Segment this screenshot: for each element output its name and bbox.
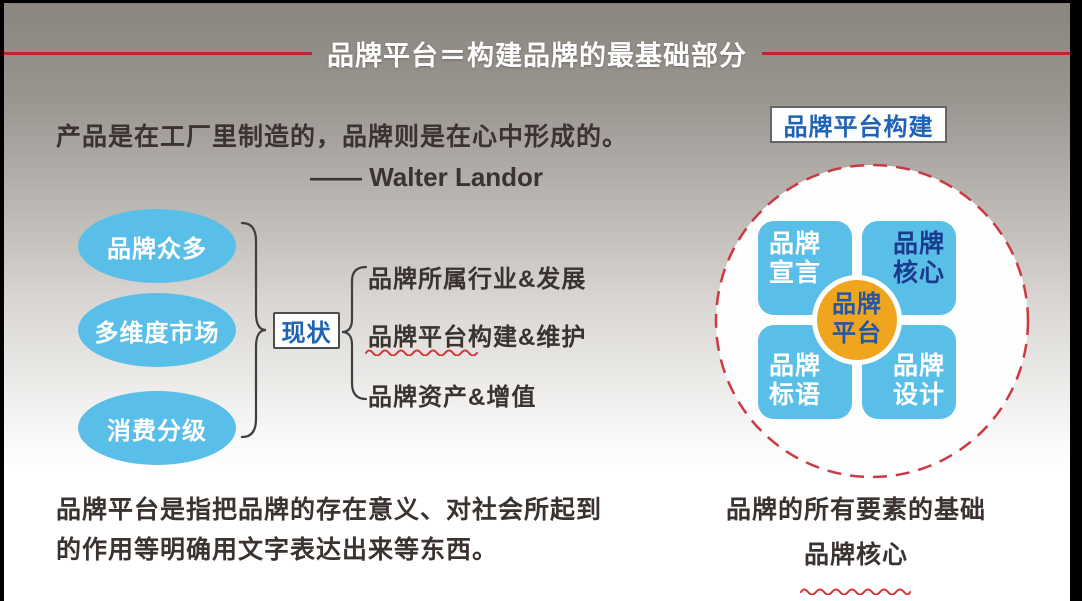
center-label: 平台 — [832, 320, 882, 347]
factor-ellipse-market: 多维度市场 — [78, 293, 236, 367]
title-rule-right — [762, 52, 1070, 55]
footnote-left: 品牌平台是指把品牌的存在意义、对社会所起到 的作用等明确用文字表达出来等东西。 — [56, 490, 602, 570]
quote-author: —— Walter Landor — [310, 162, 544, 192]
quadrant-label: 品牌 — [892, 352, 945, 380]
footnote-left-line2: 的作用等明确用文字表达出来等东西。 — [56, 536, 499, 564]
footnote-right-line1: 品牌的所有要素的基础 — [725, 496, 986, 524]
brand-platform-center: 品牌 平台 — [817, 280, 897, 360]
quadrant-label: 品牌 — [769, 352, 822, 380]
platform-label-box: 品牌平台构建 — [770, 106, 947, 143]
quadrant-label: 设计 — [892, 381, 945, 409]
right-brace-icon — [240, 221, 267, 439]
aspect-assets: 品牌资产&增值 — [368, 384, 537, 411]
footnote-right: 品牌的所有要素的基础 品牌核心 — [706, 490, 1006, 600]
quadrant-label: 核心 — [892, 259, 945, 287]
page-title: 品牌平台＝构建品牌的最基础部分 — [327, 41, 747, 71]
footnote-right-line2: 品牌核心 — [803, 541, 908, 569]
aspect-platform: 品牌平台构建&维护 — [368, 324, 587, 351]
quadrant-label: 宣言 — [769, 259, 822, 287]
center-label: 品牌 — [832, 291, 882, 319]
factor-ellipse-brands: 品牌众多 — [78, 209, 236, 283]
quote-text: 产品是在工厂里制造的，品牌则是在心中形成的。 — [56, 123, 629, 151]
title-row: 品牌平台＝构建品牌的最基础部分 — [4, 34, 1070, 73]
quadrant-label: 标语 — [769, 381, 822, 409]
factor-ellipse-consumption: 消费分级 — [78, 391, 236, 465]
footnote-left-line1: 品牌平台是指把品牌的存在意义、对社会所起到 — [56, 496, 603, 524]
quadrant-label: 品牌 — [892, 230, 945, 258]
aspect-industry: 品牌所属行业&发展 — [368, 266, 587, 293]
left-brace-icon — [342, 265, 368, 401]
slide: 品牌平台＝构建品牌的最基础部分 产品是在工厂里制造的，品牌则是在心中形成的。 —… — [4, 3, 1070, 601]
quadrant-declaration: 品牌 宣言 — [758, 221, 852, 315]
wavy-underline-icon — [800, 588, 911, 596]
wavy-underline-icon — [365, 349, 478, 356]
quadrant-slogan: 品牌 标语 — [758, 325, 852, 419]
quadrant-label: 品牌 — [769, 230, 822, 258]
quadrant-core: 品牌 核心 — [862, 221, 956, 315]
current-state-box: 现状 — [273, 312, 340, 349]
title-rule-left — [4, 52, 312, 55]
